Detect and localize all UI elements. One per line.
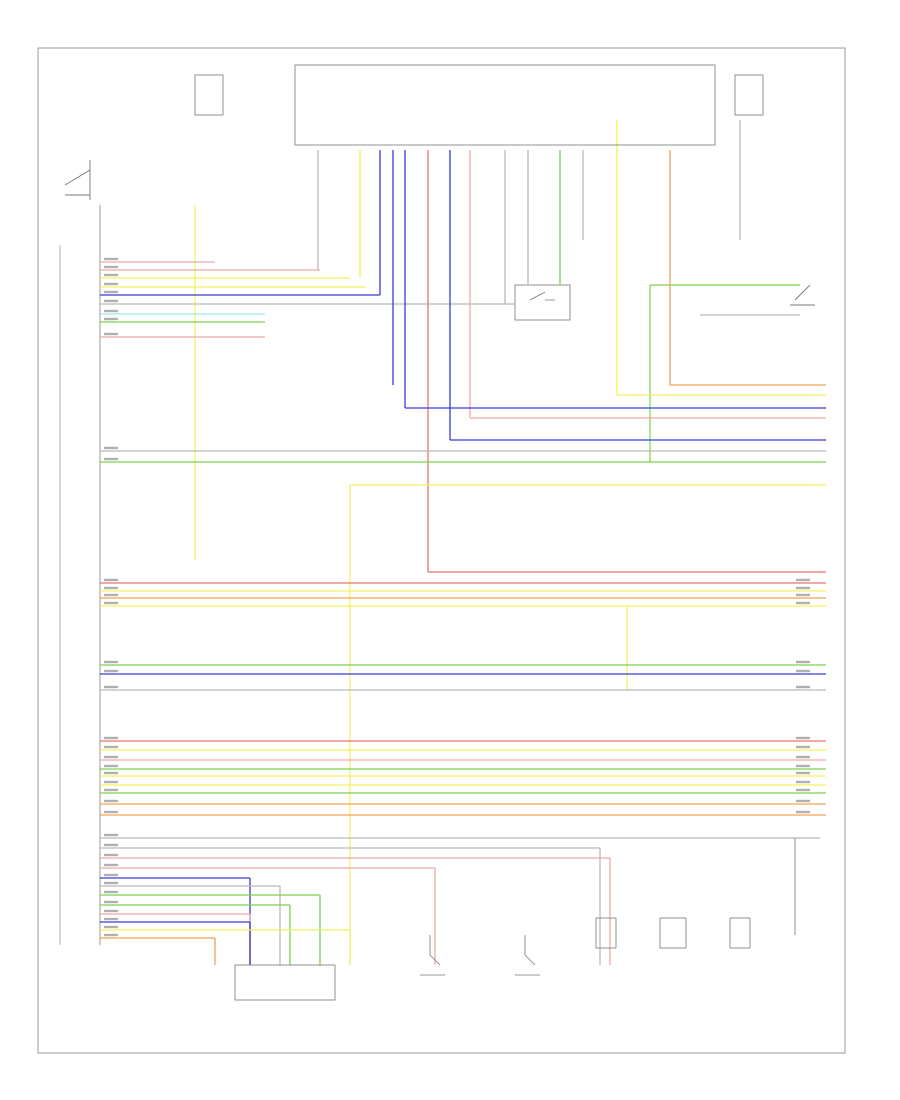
pin-label bbox=[104, 593, 118, 597]
component-box bbox=[595, 917, 617, 949]
pin-label bbox=[104, 780, 118, 784]
pin-label bbox=[104, 586, 118, 590]
pin-label bbox=[104, 755, 118, 759]
pin-label bbox=[104, 771, 118, 775]
sensor-switch-1 bbox=[420, 935, 445, 976]
pin-label bbox=[796, 736, 810, 740]
pin-label bbox=[104, 282, 118, 286]
vertical-drops bbox=[317, 120, 741, 572]
pin-label bbox=[104, 853, 118, 857]
pin-label bbox=[104, 273, 118, 277]
pin-label bbox=[104, 833, 118, 837]
pin-label bbox=[104, 660, 118, 664]
relay-switch-box bbox=[514, 284, 571, 321]
top-module-boxes bbox=[194, 64, 764, 146]
pin-label bbox=[796, 788, 810, 792]
module-box bbox=[194, 74, 224, 116]
pin-label bbox=[104, 917, 118, 921]
pin-label bbox=[104, 909, 118, 913]
pin-label bbox=[104, 265, 118, 269]
pin-label bbox=[104, 669, 118, 673]
ignition-switch-symbol bbox=[64, 160, 91, 200]
pin-label bbox=[104, 685, 118, 689]
pin-label bbox=[104, 890, 118, 894]
pin-label bbox=[104, 257, 118, 261]
pin-label bbox=[104, 299, 118, 303]
pin-label bbox=[104, 900, 118, 904]
pin-label bbox=[796, 601, 810, 605]
pin-label bbox=[796, 771, 810, 775]
component-box bbox=[659, 917, 687, 949]
pin-label bbox=[104, 736, 118, 740]
pin-label bbox=[104, 843, 118, 847]
wire-labels bbox=[104, 257, 810, 937]
sensor-switch-2 bbox=[515, 935, 540, 976]
pin-label bbox=[104, 309, 118, 313]
pin-label bbox=[796, 755, 810, 759]
pin-label bbox=[104, 457, 118, 461]
right-switch-symbol bbox=[790, 284, 815, 306]
pin-label bbox=[796, 593, 810, 597]
pin-label bbox=[796, 586, 810, 590]
pin-label bbox=[104, 881, 118, 885]
pin-label bbox=[796, 810, 810, 814]
component-box bbox=[729, 917, 751, 949]
pin-label bbox=[104, 290, 118, 294]
pin-label bbox=[796, 799, 810, 803]
pin-label bbox=[796, 764, 810, 768]
pin-label bbox=[104, 810, 118, 814]
upper-wires bbox=[100, 261, 515, 338]
pin-label bbox=[104, 745, 118, 749]
pin-label bbox=[796, 685, 810, 689]
pin-label bbox=[104, 873, 118, 877]
pin-label bbox=[104, 788, 118, 792]
right-links bbox=[100, 384, 826, 573]
pin-label bbox=[104, 578, 118, 582]
pin-label bbox=[796, 745, 810, 749]
pin-label bbox=[796, 669, 810, 673]
pin-label bbox=[104, 933, 118, 937]
pin-label bbox=[104, 799, 118, 803]
bottom-wires bbox=[100, 837, 820, 965]
pin-label bbox=[104, 332, 118, 336]
bottom-components bbox=[234, 917, 751, 1001]
diagram-frame bbox=[37, 47, 846, 1054]
relay-switch-symbol bbox=[529, 291, 555, 301]
main-harness-wires bbox=[100, 582, 826, 816]
pin-label bbox=[104, 764, 118, 768]
pin-label bbox=[104, 925, 118, 929]
pin-label bbox=[104, 446, 118, 450]
pin-label bbox=[796, 578, 810, 582]
component-box bbox=[234, 964, 336, 1001]
pin-label bbox=[104, 863, 118, 867]
pin-label bbox=[104, 601, 118, 605]
module-box bbox=[734, 74, 764, 116]
pin-label bbox=[796, 660, 810, 664]
pin-label bbox=[104, 317, 118, 321]
module-box bbox=[294, 64, 716, 146]
pin-label bbox=[796, 780, 810, 784]
